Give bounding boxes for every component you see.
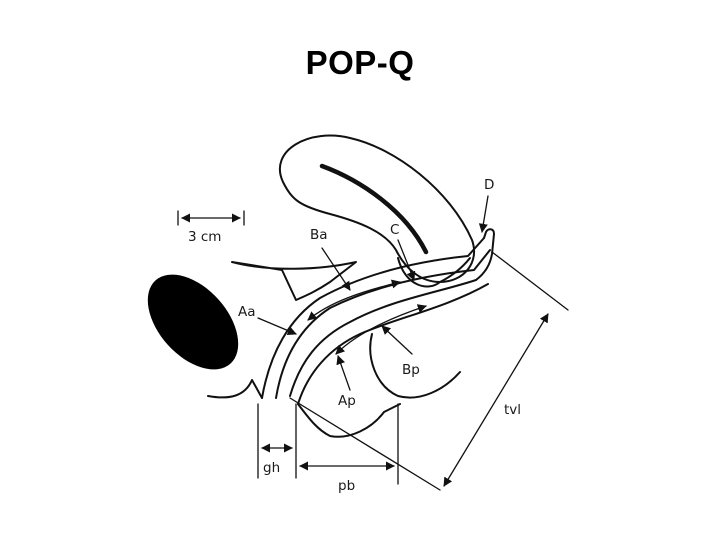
endometrium-line — [322, 166, 426, 252]
posterior-vaginal-wall-outer — [298, 284, 488, 404]
vaginal-apex-cuff — [476, 229, 494, 280]
pb-label: pb — [338, 478, 355, 494]
tvl-arrow — [444, 314, 548, 486]
uterus-shape — [280, 136, 474, 282]
tvl-apex-line — [492, 252, 568, 310]
point-c-label: C — [390, 222, 399, 238]
introitus-left-contour — [208, 380, 262, 398]
point-d-label: D — [484, 177, 494, 193]
tvl-label: tvl — [504, 402, 521, 418]
point-ap-arrow — [338, 356, 350, 390]
posterior-canal-arrow — [336, 306, 426, 354]
point-bp-arrow — [382, 326, 412, 354]
tvl-baseline — [290, 398, 440, 490]
scale-label: 3 cm — [188, 229, 221, 245]
point-bp-label: Bp — [402, 362, 420, 378]
posterior-vaginal-wall-inner — [290, 280, 476, 396]
point-ba-label: Ba — [310, 227, 328, 243]
gh-label: gh — [263, 460, 280, 476]
pubic-bone-shape — [130, 258, 255, 387]
point-ap-label: Ap — [338, 393, 356, 409]
bladder-shape — [232, 262, 356, 300]
anterior-vaginal-wall-outer — [262, 238, 484, 398]
point-d-arrow — [482, 196, 488, 232]
point-aa-label: Aa — [238, 304, 256, 320]
